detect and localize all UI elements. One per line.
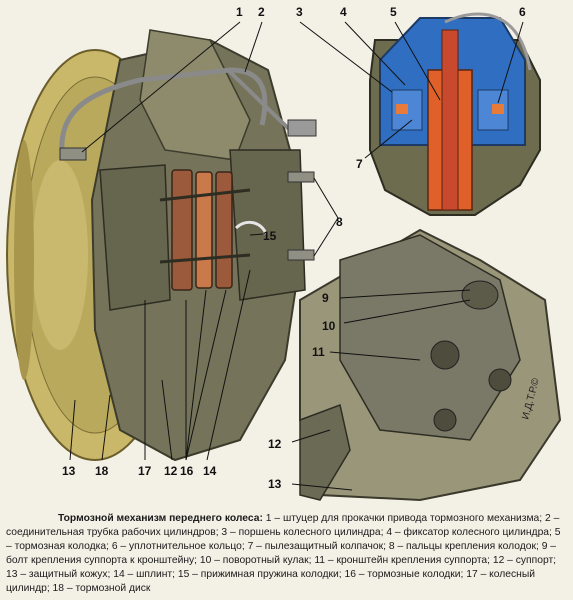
callout-1: 1 xyxy=(236,5,243,19)
cylinder-cross-section xyxy=(369,12,541,216)
callout-9: 9 xyxy=(322,291,329,305)
callout-labels: 1 2 3 4 5 6 7 8 9 10 11 12 13 15 13 18 1… xyxy=(62,5,526,491)
leader-lines xyxy=(69,21,524,491)
callout-10: 10 xyxy=(322,319,336,333)
callout-2: 2 xyxy=(258,5,265,19)
callout-17: 17 xyxy=(138,464,152,478)
steering-knuckle-assembly: И.Д.Т.Р.© xyxy=(299,228,562,502)
caption-title: Тормозной механизм переднего колеса: xyxy=(58,513,263,524)
brake-pads xyxy=(159,169,251,291)
pad-spring xyxy=(234,220,268,235)
callout-8: 8 xyxy=(336,215,343,229)
caption-legend: 1 – штуцер для прокачки привода тормозно… xyxy=(6,513,561,594)
connecting-tube xyxy=(59,67,317,151)
brake-mechanism-illustration: И.Д.Т.Р.© 1 2 3 4 5 6 7 8 9 xyxy=(6,5,562,502)
callout-3: 3 xyxy=(296,5,303,19)
callout-6: 6 xyxy=(519,5,526,19)
callout-7: 7 xyxy=(356,157,363,171)
figure-caption: Тормозной механизм переднего колеса: 1 –… xyxy=(6,512,567,598)
callout-18: 18 xyxy=(95,464,109,478)
callout-14: 14 xyxy=(203,464,217,478)
mounting-pins xyxy=(59,147,315,261)
callout-13-left: 13 xyxy=(62,464,76,478)
callout-11: 11 xyxy=(312,345,325,359)
callout-4: 4 xyxy=(340,5,347,19)
callout-5: 5 xyxy=(390,5,397,19)
callout-15: 15 xyxy=(263,229,277,243)
callout-12-left: 12 xyxy=(164,464,178,478)
callout-12-right: 12 xyxy=(268,437,282,451)
callout-13-right: 13 xyxy=(268,477,282,491)
callout-16: 16 xyxy=(180,464,194,478)
